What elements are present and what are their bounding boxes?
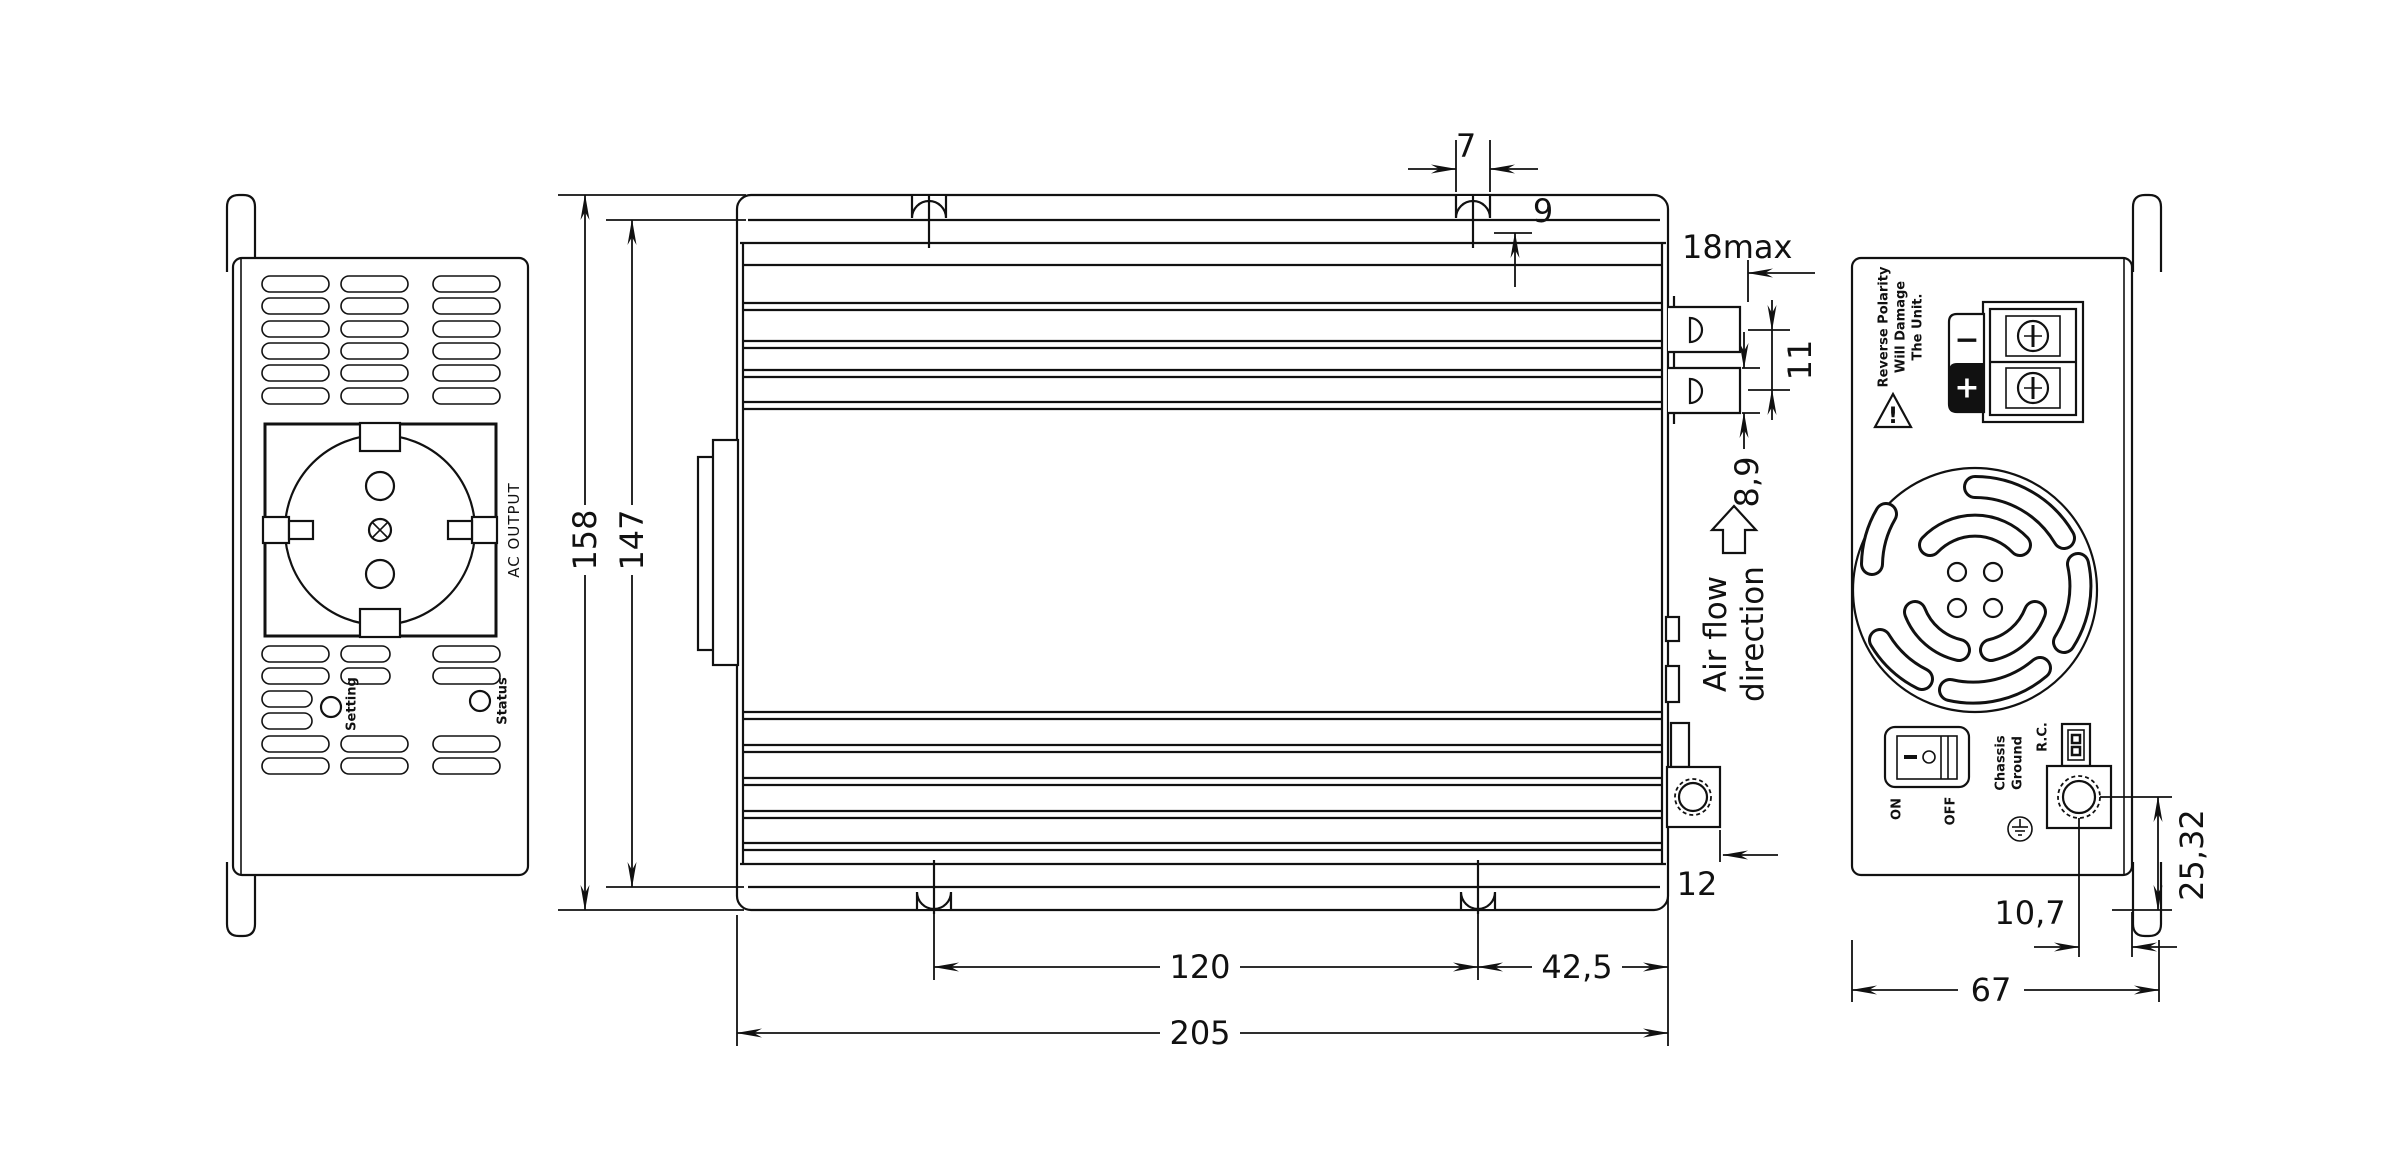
socket-left-earth xyxy=(287,519,315,541)
socket-left-clip xyxy=(261,515,291,545)
on-label: ON xyxy=(1890,798,1905,820)
minus-label: − xyxy=(1954,323,1979,358)
dim-67: 67 xyxy=(1971,971,2012,1009)
socket-right-earth xyxy=(446,519,474,541)
chassis-label: Chassis xyxy=(1994,735,2009,790)
dim-147: 147 xyxy=(613,509,651,570)
rear-bottom-ear xyxy=(2131,862,2163,938)
dim-18max: 18max xyxy=(1682,228,1792,266)
warning-line-3: The Unit. xyxy=(1911,294,1926,361)
ground-label: Ground xyxy=(2011,736,2026,790)
dim-25-32: 25,32 xyxy=(2173,809,2211,901)
dim-158: 158 xyxy=(566,509,604,570)
dc-terminal-block: − + xyxy=(1947,300,2085,424)
outlet-bump-outer xyxy=(696,455,716,652)
rc-label: R.C. xyxy=(2036,722,2051,752)
airflow-label-2: direction xyxy=(1735,566,1771,702)
switch-on-mark xyxy=(1904,755,1917,759)
dc-terminal-lug-1 xyxy=(1668,305,1742,354)
fan xyxy=(1851,466,2099,714)
dim-12: 12 xyxy=(1677,865,1718,903)
dimensions: 158 147 7 9 18max 11 8,9 xyxy=(558,127,1819,1052)
dim-120: 120 xyxy=(1169,948,1230,986)
socket-bottom-notch xyxy=(358,607,402,639)
dim-8-9: 8,9 xyxy=(1728,457,1766,508)
off-label: OFF xyxy=(1944,797,1959,826)
dim-10-7: 10,7 xyxy=(1994,894,2065,932)
power-switch: ON OFF xyxy=(1883,725,1971,826)
warning-triangle-icon xyxy=(1873,391,1913,429)
plus-label: + xyxy=(1954,371,1979,406)
top-view: Air flow direction xyxy=(558,127,1819,1052)
fan-inner-slots xyxy=(1903,513,2047,662)
dim-7: 7 xyxy=(1456,127,1476,165)
warning-line-1: Reverse Polarity xyxy=(1877,266,1892,387)
rear-dimensions: 25,32 10,7 67 xyxy=(1851,796,2211,1009)
fan-outer-slots xyxy=(1860,474,2093,705)
switch-off-mark xyxy=(1922,750,1936,764)
airflow-label-1: Air flow xyxy=(1698,576,1734,692)
right-tab-1 xyxy=(1664,615,1681,643)
rear-top-ear xyxy=(2131,193,2163,272)
heatsink-fins xyxy=(743,263,1662,852)
dim-9: 9 xyxy=(1533,192,1553,230)
fan-outer-circle xyxy=(1851,466,2099,714)
dim-205: 205 xyxy=(1169,1014,1230,1052)
ac-output-label: AC OUTPUT xyxy=(505,482,523,577)
dim-11: 11 xyxy=(1781,340,1819,381)
setting-hole xyxy=(319,695,343,719)
rear-view: ! Reverse Polarity Will Damage The Unit.… xyxy=(1850,193,2211,1009)
warning-mark: ! xyxy=(1888,404,1898,429)
front-upper-vents xyxy=(261,275,501,405)
socket-top-notch xyxy=(358,421,402,453)
warning-line-2: Will Damage xyxy=(1894,281,1909,373)
stud-step xyxy=(1669,721,1691,769)
ac-outlet: AC OUTPUT xyxy=(261,421,523,639)
stud-knurl-top xyxy=(1674,778,1712,816)
dc-terminal-lug-2 xyxy=(1668,366,1742,415)
stud-circle-top xyxy=(1677,781,1709,813)
socket-right-clip xyxy=(470,515,499,545)
socket-pin-hole-top xyxy=(364,470,396,502)
ground-symbol-icon xyxy=(2007,816,2033,842)
status-hole xyxy=(468,689,492,713)
rc-connector xyxy=(2060,722,2092,768)
airflow-arrow-icon xyxy=(1709,504,1759,555)
front-lower-vents xyxy=(261,645,501,775)
dc-terminal-lug-1-detail xyxy=(1688,316,1704,344)
right-tab-2 xyxy=(1664,664,1681,704)
front-top-ear xyxy=(225,193,257,272)
front-view: AC OUTPUT Setting Status xyxy=(225,193,530,938)
setting-label: Setting xyxy=(345,677,360,731)
outlet-bump-inner xyxy=(711,438,740,667)
dc-terminal-lug-2-detail xyxy=(1688,377,1704,405)
front-bottom-ear xyxy=(225,862,257,938)
dim-42-5: 42,5 xyxy=(1541,948,1612,986)
status-label: Status xyxy=(496,677,511,725)
socket-pin-hole-bottom xyxy=(364,558,396,590)
